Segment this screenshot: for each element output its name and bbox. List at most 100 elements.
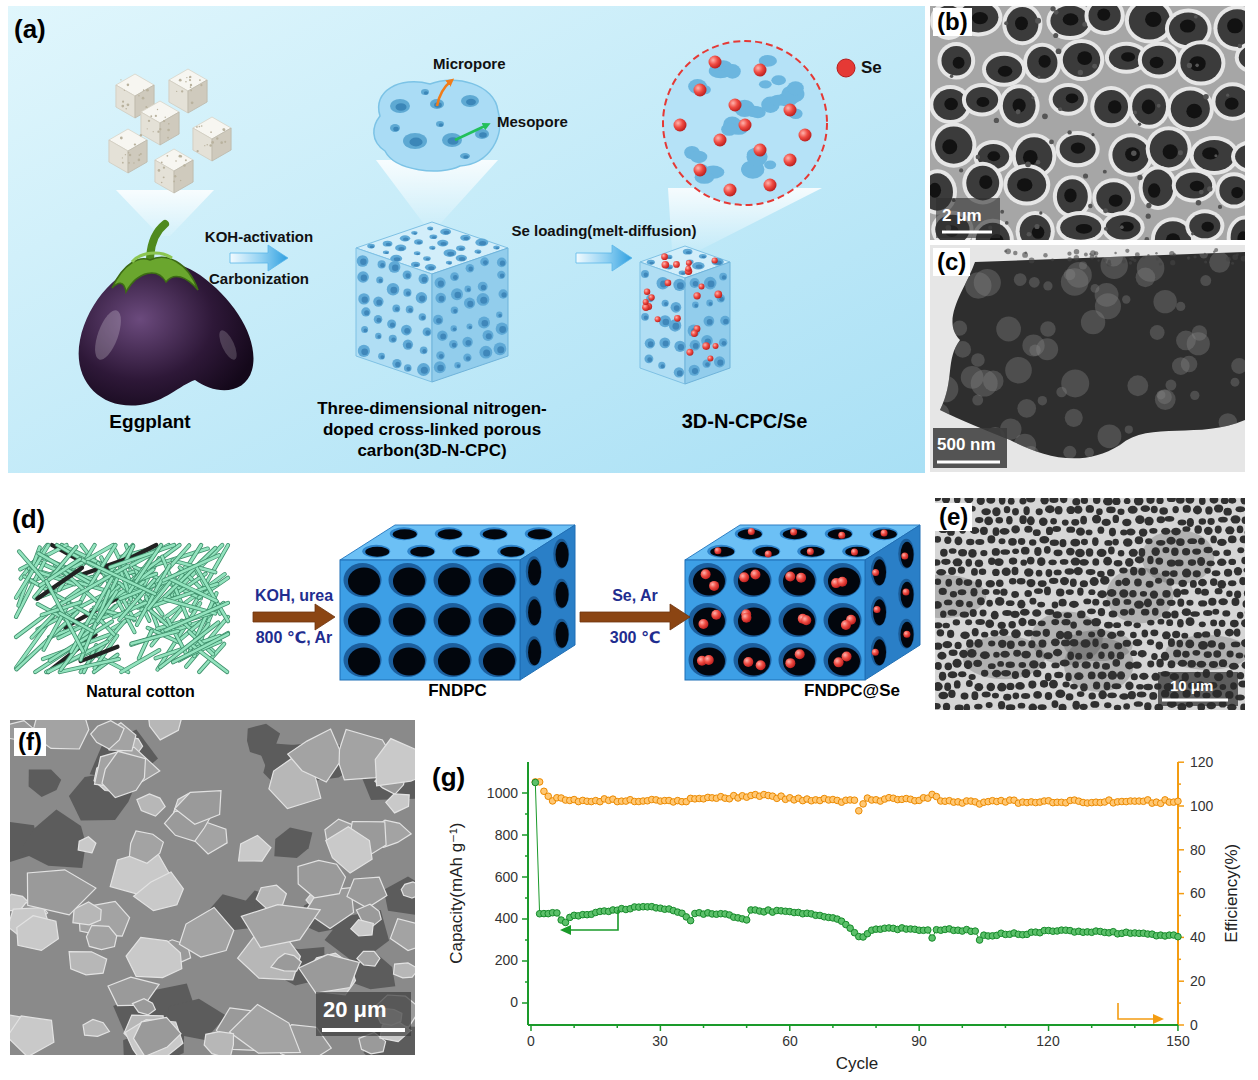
porous-carbon-lattice xyxy=(528,529,552,539)
porous-carbon-cube xyxy=(379,279,383,283)
porous-carbon-cube xyxy=(432,236,436,239)
porous-carbon-lattice xyxy=(393,529,417,539)
se-loaded-lattice xyxy=(828,529,852,539)
sem-image-e xyxy=(971,568,978,576)
sem-image-e xyxy=(1204,568,1210,574)
porous-carbon-lattice xyxy=(479,563,517,597)
se-loaded-cube xyxy=(641,313,649,321)
sem-image-e xyxy=(1037,557,1045,566)
sem-image-b xyxy=(1103,170,1107,174)
tem-image-c xyxy=(1022,446,1039,463)
se-loaded-cube xyxy=(686,251,691,254)
sem-image-e xyxy=(1244,589,1245,597)
sem-image-e xyxy=(992,569,1000,576)
sem-image-e xyxy=(1086,652,1093,659)
sem-image-e xyxy=(1103,600,1111,607)
sem-image-e xyxy=(1135,556,1145,563)
sem-image-b xyxy=(999,84,1040,127)
porous-carbon-cube xyxy=(466,340,472,346)
sem-image-b xyxy=(942,231,992,234)
sem-image-e xyxy=(935,498,1245,710)
sem-image-e xyxy=(1217,559,1226,566)
porous-carbon-cube xyxy=(427,227,433,231)
porous-carbon-cube xyxy=(419,274,429,284)
sem-image-b xyxy=(1112,137,1149,172)
tem-image-c xyxy=(1187,257,1189,259)
sem-image-b xyxy=(1056,131,1100,167)
eggplant-slices xyxy=(122,101,124,103)
porous-carbon-cube xyxy=(411,231,417,235)
porous-carbon-lattice xyxy=(435,527,463,540)
sem-image-e xyxy=(1049,578,1058,584)
sem-image-e xyxy=(993,589,1000,595)
sem-image-e xyxy=(995,517,1003,524)
porous-carbon-cube xyxy=(437,365,444,372)
sem-image-e xyxy=(1134,600,1144,608)
sem-image-e xyxy=(1092,537,1099,546)
sem-image-e xyxy=(1149,528,1157,534)
eggplant-slices xyxy=(176,91,177,92)
tem-image-c xyxy=(954,341,971,358)
sem-image-b xyxy=(1049,83,1088,116)
tem-image-c xyxy=(1040,321,1056,337)
sem-image-e xyxy=(1053,611,1062,618)
sem-image-e xyxy=(1201,589,1209,596)
se-loaded-lattice xyxy=(824,643,862,677)
sem-image-e xyxy=(1113,498,1121,505)
sem-image-b xyxy=(1169,12,1208,45)
porous-carbon-cube xyxy=(395,245,406,252)
sem-image-e xyxy=(938,692,948,700)
sem-image-e xyxy=(1218,598,1228,605)
sem-image-e xyxy=(1205,506,1212,514)
sem-image-e xyxy=(1144,702,1151,710)
se-loaded-cube xyxy=(712,257,718,263)
sem-image-b xyxy=(930,183,941,198)
eggplant-slices xyxy=(186,77,187,78)
cotton-fibers xyxy=(173,634,228,662)
eggplant-slices xyxy=(157,130,159,132)
se-loaded-cube xyxy=(693,292,700,299)
sem-image-f xyxy=(29,770,62,798)
sem-image-b xyxy=(1239,45,1245,69)
sem-image-e xyxy=(1219,659,1227,667)
sem-image-e xyxy=(1005,662,1014,668)
sem-image-e xyxy=(986,702,993,708)
porous-carbon-cube xyxy=(390,287,397,294)
sem-image-f xyxy=(175,791,221,825)
sem-image-e xyxy=(1208,640,1216,648)
sem-image-e xyxy=(988,663,996,669)
sem-image-e xyxy=(1185,640,1194,649)
sem-image-b xyxy=(1077,51,1092,65)
sem-image-e xyxy=(1123,538,1133,546)
sem-image-e xyxy=(1024,630,1033,637)
tem-image-c xyxy=(1074,255,1079,260)
sem-image-e xyxy=(1236,653,1244,659)
se-loaded-lattice xyxy=(790,528,797,535)
sem-image-e xyxy=(1240,704,1245,710)
se-loaded-lattice xyxy=(756,660,766,670)
sem-image-b xyxy=(1027,47,1057,79)
se-loaded-cube xyxy=(722,341,727,346)
sem-image-e xyxy=(1071,557,1081,565)
sem-image-e xyxy=(1023,506,1029,515)
tem-image-c xyxy=(1066,262,1092,288)
se-loaded-cube xyxy=(669,319,681,331)
sem-image-e xyxy=(1166,619,1173,626)
porous-carbon-cube xyxy=(477,251,481,253)
sem-image-b xyxy=(1143,170,1174,206)
eggplant-slices xyxy=(163,167,165,169)
tem-image-c xyxy=(1153,290,1176,313)
sem-image-e xyxy=(1070,579,1077,588)
eggplant-slices xyxy=(148,120,150,122)
sem-image-e xyxy=(1229,663,1239,670)
sem-image-e xyxy=(1128,506,1138,514)
sem-image-b xyxy=(942,139,957,154)
sem-image-e xyxy=(935,643,942,650)
se-loaded-cube xyxy=(649,262,653,265)
porous-carbon-cube xyxy=(463,353,471,361)
porous-carbon-cube xyxy=(391,337,395,341)
porous-carbon-cube xyxy=(432,248,508,382)
tem-image-c xyxy=(1017,399,1036,418)
eggplant-illustration xyxy=(150,224,165,262)
sem-image-b xyxy=(1186,104,1202,119)
